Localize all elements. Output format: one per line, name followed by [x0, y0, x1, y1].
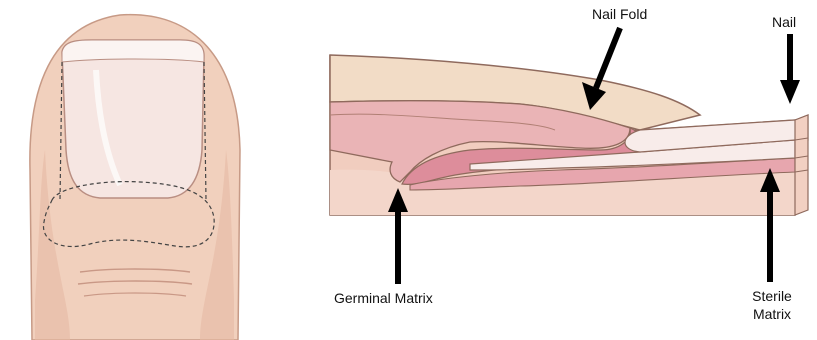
block-end-face	[795, 115, 808, 215]
label-sterile-matrix-line1: Sterile	[750, 288, 794, 304]
label-sterile-matrix-line2: Matrix	[750, 306, 794, 322]
nail-cross-section	[330, 55, 808, 215]
nail-plate	[62, 40, 204, 198]
arrow-nail-fold	[596, 28, 620, 88]
label-nail-fold: Nail Fold	[592, 6, 647, 22]
arrow-nail-head	[780, 80, 800, 104]
label-nail: Nail	[772, 14, 796, 30]
label-germinal-matrix: Germinal Matrix	[334, 290, 433, 306]
fingertip-illustration	[30, 15, 240, 340]
nail-free-edge	[62, 40, 204, 62]
